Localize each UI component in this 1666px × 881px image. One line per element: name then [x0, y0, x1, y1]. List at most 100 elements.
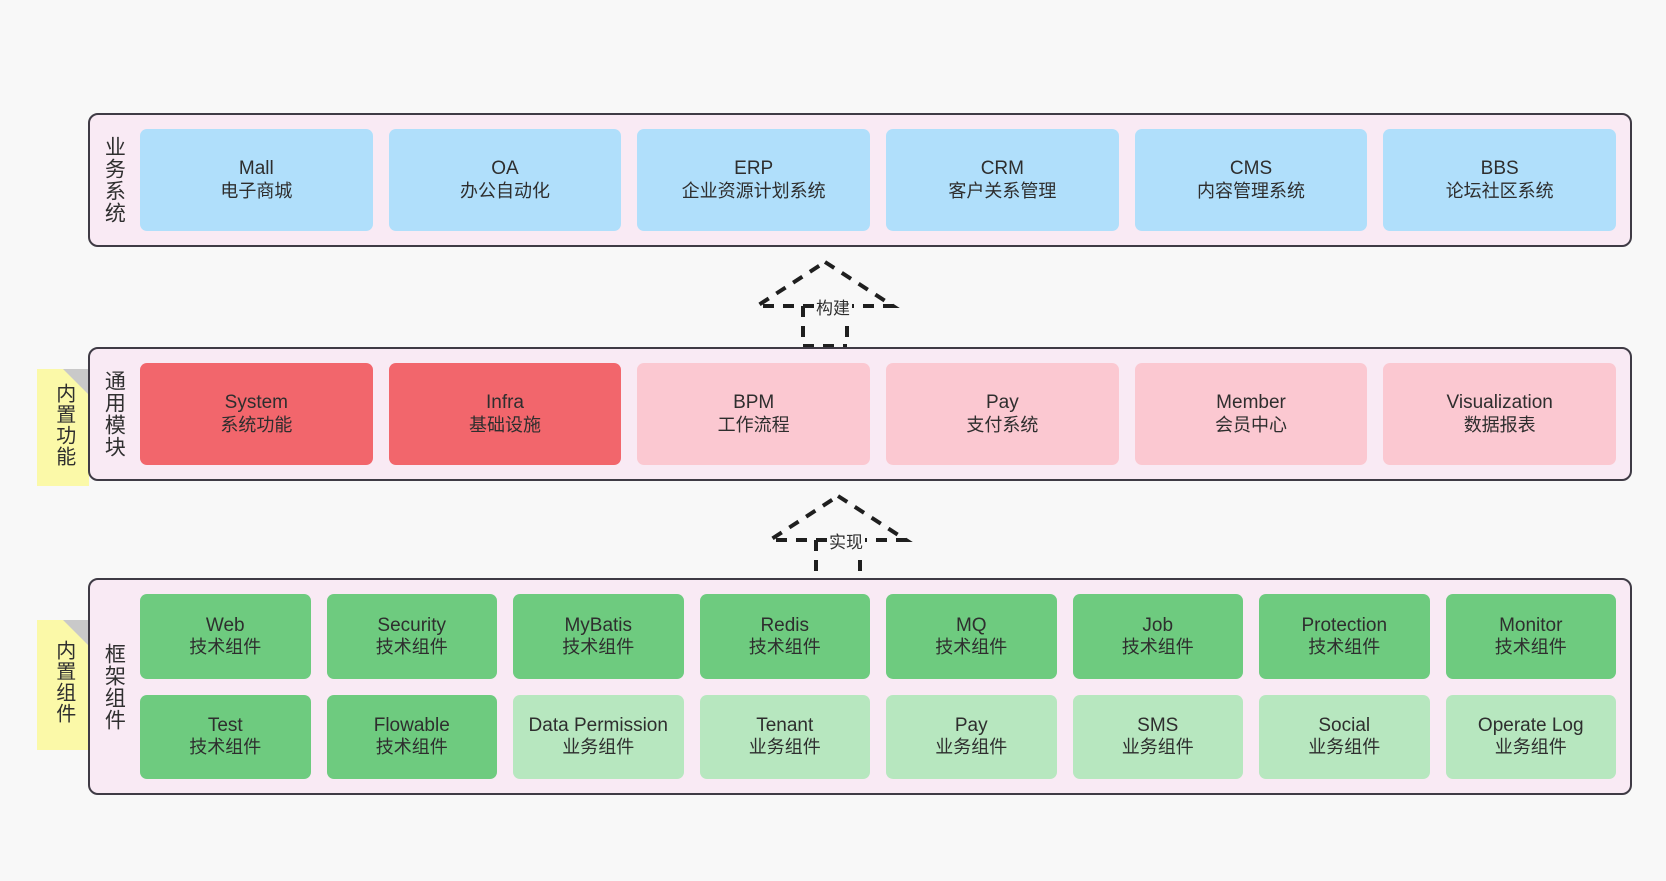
layer-panel-business-systems: 业务系统 Mall 电子商城 OA 办公自动化 ERP 企业资源计划系统 CRM…: [88, 113, 1632, 247]
card-mq[interactable]: MQ 技术组件: [886, 594, 1057, 679]
card-job[interactable]: Job 技术组件: [1072, 594, 1243, 679]
card-row: Test 技术组件 Flowable 技术组件 Data Permission …: [140, 694, 1616, 779]
card-subtitle: 技术组件: [1121, 636, 1194, 657]
card-row: Web 技术组件 Security 技术组件 MyBatis 技术组件 Redi…: [140, 594, 1616, 679]
layer-panel-common-modules: 通用模块 System 系统功能 Infra 基础设施 BPM 工作流程 Pay…: [88, 347, 1632, 481]
card-subtitle: 业务组件: [1494, 737, 1567, 758]
card-subtitle: 电子商城: [220, 180, 293, 201]
fold-corner-icon: [63, 620, 89, 646]
card-subtitle: 会员中心: [1215, 414, 1288, 435]
card-subtitle: 办公自动化: [460, 180, 550, 201]
card-member[interactable]: Member 会员中心: [1134, 363, 1368, 465]
card-subtitle: 企业资源计划系统: [681, 180, 826, 201]
card-subtitle: 业务组件: [1308, 737, 1381, 758]
card-title: System: [224, 392, 289, 414]
card-title: BBS: [1480, 158, 1519, 180]
card-subtitle: 客户关系管理: [948, 180, 1057, 201]
card-subtitle: 业务组件: [935, 737, 1008, 758]
card-row: Mall 电子商城 OA 办公自动化 ERP 企业资源计划系统 CRM 客户关系…: [140, 129, 1617, 231]
card-bpm[interactable]: BPM 工作流程: [637, 363, 871, 465]
card-title: Visualization: [1446, 392, 1553, 414]
card-title: Web: [205, 614, 245, 636]
card-title: Test: [207, 715, 243, 737]
card-title: BPM: [733, 392, 775, 414]
sticky-note-builtin-components: 内置组件: [37, 620, 89, 750]
card-subtitle: 技术组件: [375, 636, 448, 657]
card-title: CRM: [980, 158, 1024, 180]
card-flowable[interactable]: Flowable 技术组件: [326, 694, 497, 779]
card-oa[interactable]: OA 办公自动化: [388, 129, 622, 231]
connector-build: 构建: [750, 258, 905, 348]
card-system[interactable]: System 系统功能: [140, 363, 373, 465]
card-subtitle: 技术组件: [562, 636, 635, 657]
card-bbs[interactable]: BBS 论坛社区系统: [1383, 129, 1617, 231]
card-title: Operate Log: [1477, 715, 1584, 737]
card-pay-module[interactable]: Pay 支付系统: [886, 363, 1119, 465]
card-title: Flowable: [373, 715, 450, 737]
layer-title-business-systems: 业务系统: [102, 136, 126, 224]
connector-label-build: 构建: [814, 294, 852, 319]
card-subtitle: 支付系统: [966, 414, 1039, 435]
card-title: Social: [1318, 715, 1371, 737]
card-subtitle: 工作流程: [717, 414, 790, 435]
card-subtitle: 技术组件: [375, 737, 448, 758]
card-title: Protection: [1301, 614, 1388, 636]
card-subtitle: 技术组件: [1308, 636, 1381, 657]
card-visualization[interactable]: Visualization 数据报表: [1383, 363, 1617, 465]
card-subtitle: 技术组件: [189, 636, 262, 657]
card-title: SMS: [1137, 715, 1179, 737]
sticky-note-label: 内置功能: [52, 382, 75, 467]
card-title: Monitor: [1499, 614, 1563, 636]
card-container-business-systems: Mall 电子商城 OA 办公自动化 ERP 企业资源计划系统 CRM 客户关系…: [136, 115, 1630, 245]
card-subtitle: 技术组件: [748, 636, 821, 657]
card-title: Tenant: [756, 715, 814, 737]
card-crm[interactable]: CRM 客户关系管理: [886, 129, 1119, 231]
card-subtitle: 业务组件: [748, 737, 821, 758]
card-infra[interactable]: Infra 基础设施: [388, 363, 622, 465]
card-title: Job: [1142, 614, 1174, 636]
card-title: CMS: [1229, 158, 1273, 180]
card-subtitle: 技术组件: [1494, 636, 1567, 657]
card-container-framework-components: Web 技术组件 Security 技术组件 MyBatis 技术组件 Redi…: [136, 580, 1630, 793]
card-mall[interactable]: Mall 电子商城: [140, 129, 373, 231]
card-title: OA: [491, 158, 519, 180]
card-subtitle: 论坛社区系统: [1445, 180, 1554, 201]
card-row: System 系统功能 Infra 基础设施 BPM 工作流程 Pay 支付系统…: [140, 363, 1617, 465]
card-subtitle: 内容管理系统: [1197, 180, 1306, 201]
card-pay-component[interactable]: Pay 业务组件: [886, 694, 1057, 779]
card-subtitle: 数据报表: [1463, 414, 1536, 435]
fold-corner-icon: [63, 369, 89, 395]
card-security[interactable]: Security 技术组件: [326, 594, 497, 679]
card-mybatis[interactable]: MyBatis 技术组件: [513, 594, 684, 679]
card-operate-log[interactable]: Operate Log 业务组件: [1445, 694, 1616, 779]
layer-panel-framework-components: 框架组件 Web 技术组件 Security 技术组件 MyBatis 技术组件…: [88, 578, 1632, 795]
card-subtitle: 技术组件: [935, 636, 1008, 657]
card-social[interactable]: Social 业务组件: [1259, 694, 1430, 779]
card-data-permission[interactable]: Data Permission 业务组件: [513, 694, 684, 779]
card-title: MQ: [955, 614, 987, 636]
sticky-note-label: 内置组件: [52, 640, 75, 724]
card-test[interactable]: Test 技术组件: [140, 694, 311, 779]
card-title: Mall: [238, 158, 274, 180]
card-title: Infra: [485, 392, 525, 414]
card-container-common-modules: System 系统功能 Infra 基础设施 BPM 工作流程 Pay 支付系统…: [136, 349, 1630, 479]
card-protection[interactable]: Protection 技术组件: [1259, 594, 1430, 679]
card-tenant[interactable]: Tenant 业务组件: [699, 694, 870, 779]
card-monitor[interactable]: Monitor 技术组件: [1445, 594, 1616, 679]
card-cms[interactable]: CMS 内容管理系统: [1134, 129, 1368, 231]
connector-implement: 实现: [763, 492, 918, 582]
card-erp[interactable]: ERP 企业资源计划系统: [637, 129, 871, 231]
card-subtitle: 基础设施: [469, 414, 541, 435]
card-title: Pay: [954, 715, 988, 737]
sticky-note-builtin-functions: 内置功能: [37, 369, 89, 486]
card-subtitle: 系统功能: [220, 414, 293, 435]
card-title: Redis: [760, 614, 810, 636]
layer-title-framework-components: 框架组件: [102, 642, 126, 731]
card-web[interactable]: Web 技术组件: [140, 594, 311, 679]
card-sms[interactable]: SMS 业务组件: [1072, 694, 1243, 779]
card-title: Member: [1216, 392, 1286, 414]
card-title: ERP: [734, 158, 774, 180]
connector-label-implement: 实现: [827, 528, 865, 553]
card-redis[interactable]: Redis 技术组件: [699, 594, 870, 679]
card-subtitle: 业务组件: [562, 737, 635, 758]
